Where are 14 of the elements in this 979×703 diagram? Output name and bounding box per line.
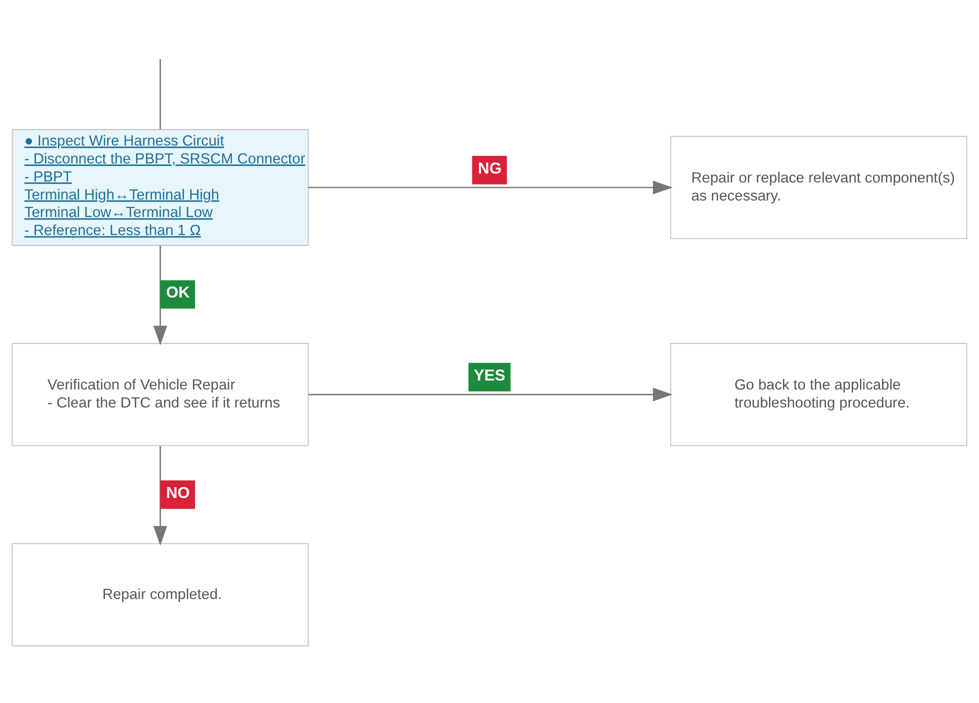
node-box: ● Inspect Wire Harness Circuit - Disconnect the PBPT, SRSCM Connector - PBPT Terminal High↔Terminal High Terminal Low↔Terminal Low - Reference: Less than 1 Ω — [12, 128, 309, 246]
edge-label: NO — [166, 484, 190, 502]
edge-label: OK — [166, 284, 190, 302]
edge-label: NG — [478, 160, 502, 177]
arrow — [308, 180, 673, 194]
node-box: Repair or replace relevant component(s) as necessary. — [670, 135, 968, 239]
node-box: Verification of Vehicle Repair - Clear the DTC and see if it returns — [12, 342, 309, 446]
arrow — [153, 245, 168, 345]
node-box: Go back to the applicable troubleshooting procedure. — [670, 342, 968, 446]
arrow — [308, 387, 673, 401]
node-box: Repair completed. — [12, 542, 309, 646]
connector — [160, 58, 161, 129]
edge-label: YES — [474, 366, 506, 384]
arrow — [153, 446, 168, 546]
